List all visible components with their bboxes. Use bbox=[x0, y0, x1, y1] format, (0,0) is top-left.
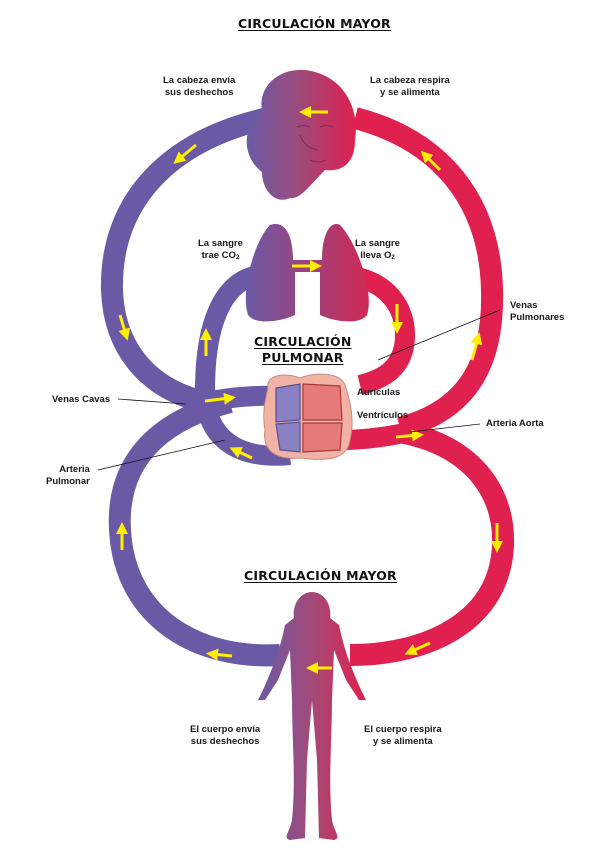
subscript: 2 bbox=[235, 255, 240, 261]
leader-line-arteria-pulmonar bbox=[97, 439, 226, 471]
leader-line-venas-pulmonares bbox=[377, 309, 501, 361]
heart-icon bbox=[263, 373, 353, 460]
label-line: La sangre bbox=[198, 238, 243, 249]
vein-body-to-heart bbox=[108, 391, 281, 667]
leader-lines bbox=[97, 309, 501, 471]
label-head-left: La cabeza envía sus deshechos bbox=[163, 75, 235, 99]
label-line: El cuerpo envía bbox=[190, 724, 261, 735]
flow-arrow bbox=[206, 648, 233, 661]
title-circulacion-mayor-top: CIRCULACIÓN MAYOR bbox=[238, 16, 391, 31]
pulmonary-veins bbox=[343, 265, 416, 395]
flow-arrow bbox=[470, 332, 483, 361]
pulmonary-artery bbox=[194, 265, 291, 466]
label-line: La sangre bbox=[355, 238, 400, 249]
label-line: La cabeza envía bbox=[163, 75, 236, 86]
label-venas-cavas: Venas Cavas bbox=[52, 394, 111, 405]
title-pulmonar-line1: CIRCULACIÓN bbox=[254, 334, 352, 349]
flow-arrow bbox=[395, 429, 424, 442]
leader-line-arteria-aorta bbox=[409, 423, 481, 433]
body-icon bbox=[258, 592, 366, 840]
flow-arrow bbox=[118, 314, 131, 341]
flow-arrow bbox=[229, 447, 253, 460]
label-line: El cuerpo respira bbox=[364, 724, 442, 735]
label-line: y se alimenta bbox=[372, 736, 433, 747]
title-circulacion-pulmonar: CIRCULACIÓN PULMONAR bbox=[254, 334, 352, 366]
artery-heart-to-body bbox=[349, 421, 515, 666]
label-arteria-pulmonar: Arteria Pulmonar bbox=[46, 464, 90, 488]
label-line: sus deshechos bbox=[164, 87, 234, 98]
label-line: Pulmonares bbox=[510, 312, 565, 323]
label-line: La cabeza respira bbox=[370, 75, 450, 86]
label-lungs-right: La sangre lleva O2 bbox=[355, 238, 400, 264]
lungs-icon bbox=[245, 224, 369, 322]
label-line: trae CO2 bbox=[198, 250, 243, 264]
label-lungs-left: La sangre trae CO2 bbox=[198, 238, 243, 264]
label-line: Arteria bbox=[59, 464, 90, 475]
flow-arrow bbox=[420, 150, 442, 172]
label-body-left: El cuerpo envía sus deshechos bbox=[190, 724, 260, 748]
title-pulmonar-line2: PULMONAR bbox=[261, 350, 344, 365]
label-line: Venas bbox=[510, 300, 538, 311]
vein-head-to-heart bbox=[100, 107, 271, 413]
artery-heart-to-head bbox=[352, 107, 504, 439]
label-head-right: La cabeza respira y se alimenta bbox=[370, 75, 450, 99]
leader-line-venas-cavas bbox=[117, 398, 187, 405]
title-circulacion-mayor-bottom: CIRCULACIÓN MAYOR bbox=[244, 568, 397, 583]
subscript: 2 bbox=[391, 255, 395, 261]
flow-arrow bbox=[204, 392, 236, 405]
label-venas-pulmonares: Venas Pulmonares bbox=[510, 300, 564, 324]
label-ventriculos: Ventrículos bbox=[357, 410, 409, 421]
head-icon bbox=[246, 69, 356, 200]
flow-arrow bbox=[173, 143, 197, 164]
label-line: y se alimenta bbox=[380, 87, 440, 98]
label-auriculas: Aurículas bbox=[357, 387, 401, 398]
label-text: lleva O bbox=[360, 250, 392, 261]
label-line: sus deshechos bbox=[190, 736, 260, 747]
flow-arrows bbox=[116, 106, 503, 674]
label-arteria-aorta: Arteria Aorta bbox=[486, 418, 544, 429]
flow-arrow bbox=[404, 641, 431, 656]
label-body-right: El cuerpo respira y se alimenta bbox=[364, 724, 442, 748]
label-line: lleva O2 bbox=[355, 250, 400, 264]
label-text: trae CO bbox=[201, 250, 236, 261]
label-line: Pulmonar bbox=[46, 476, 90, 487]
